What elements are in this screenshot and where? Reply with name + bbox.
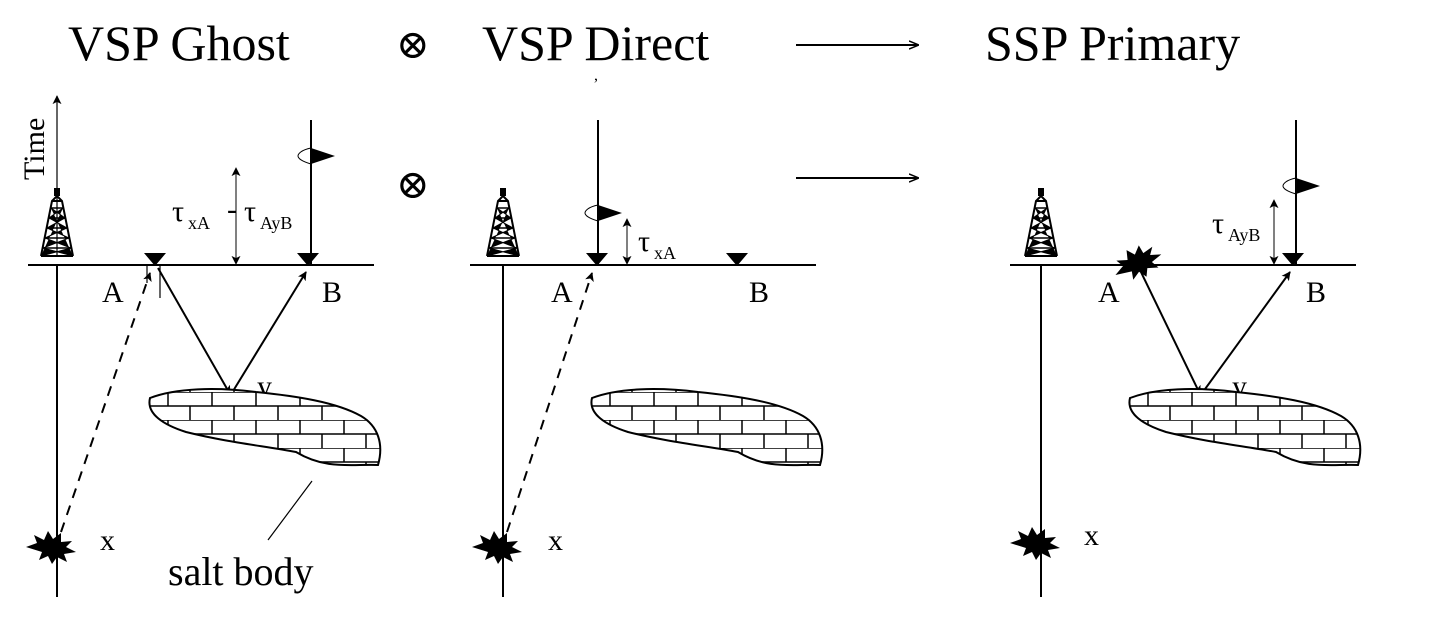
label-a: A — [102, 276, 124, 309]
downgoing-ray — [1139, 269, 1201, 395]
time-axis-label: Time — [18, 118, 51, 180]
label-a: A — [551, 276, 573, 309]
salt-body-shape — [590, 388, 824, 467]
correlation-operator-middle: ⊗ — [396, 162, 430, 207]
label-b: B — [749, 276, 769, 309]
flag-icon — [297, 147, 336, 165]
tau-ayb-subscript: AyB — [1228, 225, 1260, 245]
tau-separator: - — [227, 193, 237, 226]
tau-xa-symbol: τ — [638, 225, 650, 258]
flag-icon — [1282, 177, 1321, 195]
upgoing-ray — [1199, 271, 1291, 397]
tau-ayb-subscript: AyB — [260, 213, 292, 233]
direct-ray-dashed — [506, 272, 594, 533]
salt-body-label: salt body — [168, 549, 314, 594]
title-vsp-direct: VSP Direct — [482, 15, 709, 71]
flag-icon — [584, 204, 623, 222]
source-burst-icon — [472, 531, 522, 564]
source-burst-icon — [1010, 527, 1060, 560]
drilling-rig-icon — [486, 187, 520, 257]
correlation-operator-top: ⊗ — [396, 22, 430, 67]
drilling-rig-icon — [1024, 187, 1058, 257]
stray-mark: , — [594, 67, 598, 84]
label-x: x — [1084, 519, 1099, 552]
source-burst-icon — [26, 531, 76, 564]
salt-body-pointer — [267, 480, 313, 541]
label-x: x — [548, 524, 563, 557]
downgoing-ray — [157, 267, 231, 395]
panel-vsp-direct: τ xA A B x — [470, 120, 824, 597]
label-b: B — [322, 276, 342, 309]
title-vsp-ghost: VSP Ghost — [68, 15, 290, 71]
label-x: x — [100, 524, 115, 557]
label-a: A — [1098, 276, 1120, 309]
label-b: B — [1306, 276, 1326, 309]
panel-ssp-primary: τ AyB A B y x — [1010, 120, 1362, 597]
upgoing-ray — [229, 271, 307, 397]
panel-vsp-ghost: Time τ xA - τ AyB A B y salt body x — [18, 95, 382, 597]
tau-ayb-symbol: τ — [244, 195, 256, 228]
tau-xa-symbol: τ — [172, 195, 184, 228]
salt-body-shape — [148, 388, 382, 467]
salt-body-shape — [1128, 388, 1362, 467]
title-ssp-primary: SSP Primary — [985, 15, 1240, 71]
tau-xa-subscript: xA — [654, 243, 676, 263]
tau-ayb-symbol: τ — [1212, 207, 1224, 240]
tau-xa-subscript: xA — [188, 213, 210, 233]
direct-ray-dashed — [60, 272, 152, 533]
